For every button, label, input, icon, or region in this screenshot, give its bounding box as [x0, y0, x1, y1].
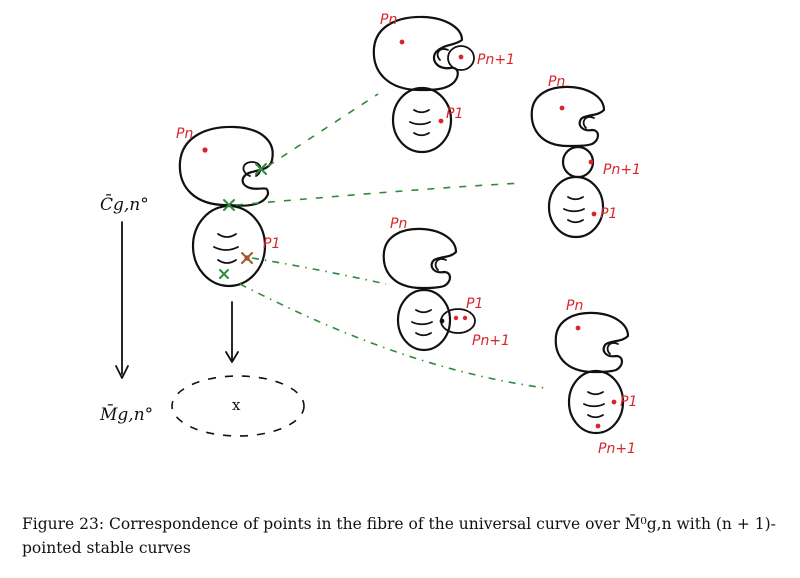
central-label-pn: Pn — [176, 126, 193, 142]
curve-middle-handle-3 — [415, 332, 432, 337]
central-label-p1: P1 — [263, 236, 280, 252]
curve-right-top-label-pn: Pn — [548, 74, 565, 90]
curve-middle-loop — [434, 258, 447, 271]
curve-middle-upper-component — [382, 227, 458, 290]
curve-top-point-pn — [399, 39, 405, 45]
moduli-point-x: x — [232, 396, 241, 414]
curve-right-bottom-handle-2 — [583, 403, 605, 408]
curve-middle-node — [439, 318, 445, 324]
curve-right-top-lower-component — [547, 175, 605, 239]
curve-middle-point-pn1 — [462, 315, 468, 321]
curve-right-top-point-pn — [559, 105, 565, 111]
label-universal-curve: C̄g,n° — [100, 193, 149, 215]
moduli-point-neighbourhood — [171, 375, 305, 437]
curve-right-bottom-point-pn1 — [595, 423, 601, 429]
curve-middle-bubble — [440, 308, 476, 334]
curve-top-upper-component — [372, 15, 464, 92]
correspondence-line-2 — [235, 182, 523, 206]
curve-middle-handle-1 — [415, 309, 432, 314]
curve-top-handle-3 — [413, 132, 430, 137]
cross-node-top — [255, 163, 267, 175]
curve-top-lower-component — [391, 86, 453, 154]
central-handle-3 — [217, 259, 237, 264]
curve-right-top-handle-3 — [567, 219, 584, 224]
curve-middle-lower-component — [396, 288, 452, 352]
caption-text: Correspondence of points in the fibre of… — [22, 515, 776, 557]
curve-right-top-label-pn1: Pn+1 — [603, 162, 641, 178]
curve-right-top-bubble — [561, 145, 595, 179]
curve-middle-handle-2 — [411, 321, 433, 326]
curve-top: Pn Pn+1 P1 — [372, 12, 515, 154]
central-stable-curve: Pn P1 — [176, 125, 280, 288]
curve-top-label-pn1: Pn+1 — [477, 52, 515, 68]
curve-top-bubble — [447, 45, 475, 71]
curve-top-label-pn: Pn — [380, 12, 397, 28]
universal-curve-arrow-head — [115, 365, 129, 379]
correspondence-line-1 — [267, 93, 379, 167]
projection-arrow-head — [225, 351, 239, 363]
curve-right-bottom: Pn P1 Pn+1 — [554, 298, 637, 457]
figure-caption: Figure 23: Correspondence of points in t… — [22, 512, 782, 560]
curve-right-top: Pn Pn+1 P1 — [530, 74, 641, 239]
central-lower-component — [191, 204, 267, 288]
central-point-pn — [202, 147, 208, 153]
curve-middle-label-pn: Pn — [390, 216, 407, 232]
correspondence-line-4 — [239, 283, 546, 389]
curve-right-top-handle-2 — [563, 208, 585, 213]
curve-top-label-p1: P1 — [446, 106, 463, 122]
cross-lower — [219, 269, 229, 279]
curve-right-bottom-loop — [606, 342, 619, 355]
curve-top-point-pn1 — [458, 54, 464, 60]
central-upper-loop — [242, 161, 262, 177]
curve-right-top-upper-component — [530, 85, 606, 148]
curve-right-bottom-upper-component — [554, 311, 630, 374]
curve-top-handle-2 — [409, 121, 431, 126]
curve-middle: Pn P1 Pn+1 — [382, 216, 510, 352]
curve-right-bottom-label-pn1: Pn+1 — [598, 441, 636, 457]
cross-node-middle — [223, 199, 235, 211]
cross-on-p1 — [241, 252, 253, 264]
curve-right-bottom-point-p1 — [611, 399, 617, 405]
label-moduli-space: M̄g,n° — [99, 403, 153, 425]
caption-prefix: Figure 23: — [22, 515, 105, 533]
curve-top-loop — [436, 48, 449, 61]
curve-right-top-label-p1: P1 — [600, 206, 617, 222]
correspondence-line-3 — [251, 257, 387, 285]
curve-right-bottom-handle-1 — [587, 391, 604, 396]
curve-right-bottom-handle-3 — [587, 414, 604, 419]
central-handle-2 — [213, 246, 239, 251]
curve-right-top-point-p1 — [591, 211, 597, 217]
curve-middle-point-p1 — [453, 315, 459, 321]
curve-right-top-loop — [582, 116, 595, 129]
curve-right-bottom-point-pn — [575, 325, 581, 331]
curve-right-top-handle-1 — [567, 196, 584, 201]
curve-right-bottom-label-pn: Pn — [566, 298, 583, 314]
curve-right-top-point-pn1 — [588, 159, 594, 165]
curve-right-bottom-lower-component — [567, 369, 625, 435]
curve-top-handle-1 — [413, 109, 430, 114]
curve-top-point-p1 — [438, 118, 444, 124]
curve-right-bottom-label-p1: P1 — [620, 394, 637, 410]
curve-middle-label-pn1: Pn+1 — [472, 333, 510, 349]
curve-middle-label-p1: P1 — [466, 296, 483, 312]
central-handle-1 — [217, 233, 237, 238]
